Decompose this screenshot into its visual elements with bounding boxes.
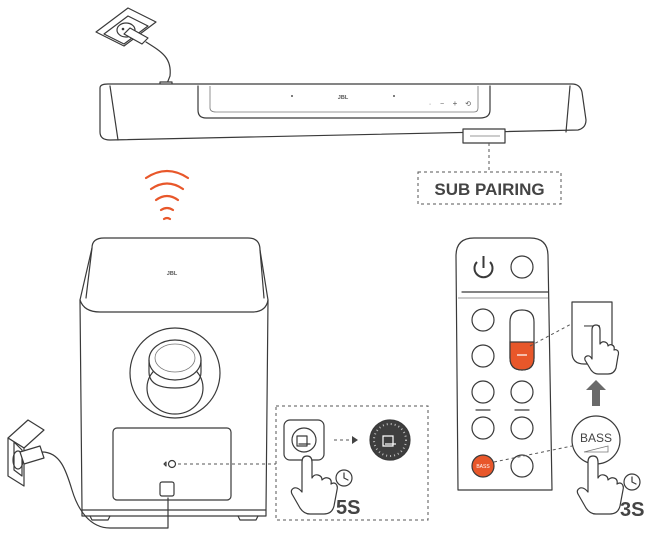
wireless-signal-icon (144, 169, 190, 221)
remote-button-l2 (471, 344, 495, 368)
soundbar-button-plus: + (453, 99, 458, 108)
subwoofer-logo: JBL (167, 271, 178, 277)
remote-button-l1 (471, 308, 495, 332)
pointing-hand-icon (290, 455, 338, 515)
soundbar (99, 83, 587, 144)
bass-label: BASS (580, 431, 612, 445)
arrow-right-icon (352, 436, 358, 444)
volume-down-highlight (509, 341, 535, 371)
sub-pairing-button-hw (167, 459, 177, 469)
remote-button-r5 (510, 454, 534, 478)
soundbar-button-minus: − (440, 101, 444, 108)
remote-control (455, 237, 553, 491)
bass-level-icon (583, 445, 609, 453)
remote-bass-label-small: BASS (476, 464, 490, 470)
pointing-hand-icon-2 (584, 324, 620, 375)
hold-duration-sub: 5S (336, 497, 360, 519)
soundbar-led-right (393, 95, 395, 97)
power-cable-top (145, 41, 171, 87)
clock-icon (335, 469, 353, 487)
remote-bass-button (471, 454, 495, 478)
arrow-up-icon (586, 380, 606, 406)
remote-button-top-right (510, 255, 534, 279)
remote-button-l4 (471, 416, 495, 440)
bass-leader (493, 445, 573, 463)
remote-button-r3 (510, 380, 534, 404)
pairing-button-pressed (369, 419, 411, 461)
clock-icon-2 (623, 473, 641, 491)
power-button (473, 256, 494, 279)
sub-pairing-label: SUB PAIRING (434, 180, 544, 199)
remote-button-r4 (510, 416, 534, 440)
soundbar-logo: JBL (338, 95, 349, 101)
hold-duration-remote: 3S (620, 499, 644, 521)
minus-leader (529, 321, 576, 347)
pointing-hand-icon-3 (576, 455, 624, 515)
subwoofer (79, 237, 269, 521)
wall-outlet-bottom (7, 419, 45, 487)
wall-outlet-top (95, 7, 157, 47)
sub-pairing-box (417, 171, 562, 205)
soundbar-button-dot: · (429, 101, 431, 108)
power-cable-bottom (41, 451, 169, 529)
remote-button-l3 (471, 380, 495, 404)
soundbar-led-left (291, 95, 293, 97)
soundbar-button-source: ⟲ (465, 101, 471, 108)
